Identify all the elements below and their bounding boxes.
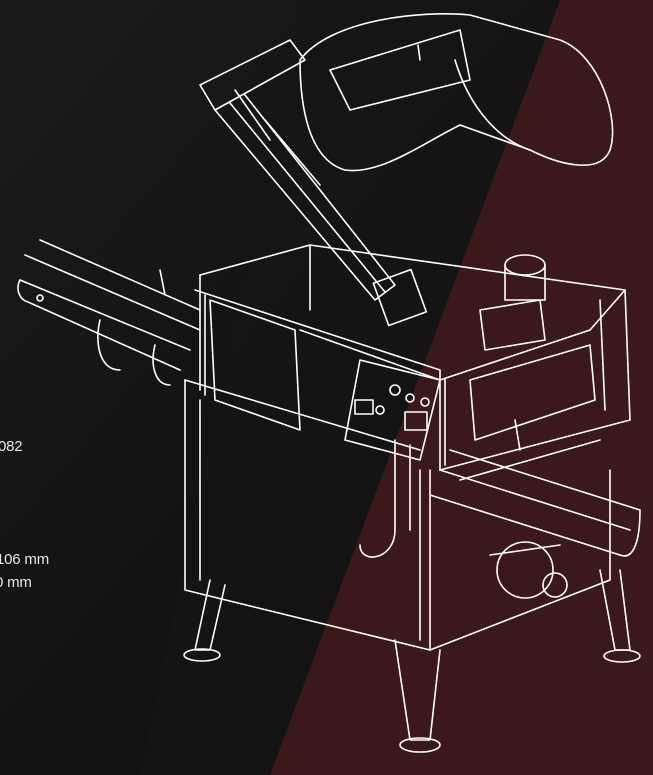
left-conveyor — [17, 239, 201, 386]
pipe — [359, 439, 411, 558]
top-motor — [479, 254, 546, 351]
spec-text-2: 106 mm — [0, 551, 49, 568]
dark-diagonal-band — [140, 0, 560, 775]
right-conveyor — [429, 419, 641, 599]
legs — [183, 569, 641, 753]
spec-text-1: 082 — [0, 438, 23, 455]
main-frame — [194, 244, 631, 471]
spec-text-3: 0 mm — [0, 574, 32, 591]
red-diagonal-band — [270, 0, 653, 775]
lower-cabinet — [184, 379, 611, 651]
feed-chute — [199, 39, 428, 327]
control-panel — [344, 359, 441, 461]
hopper-bowl — [299, 13, 614, 172]
